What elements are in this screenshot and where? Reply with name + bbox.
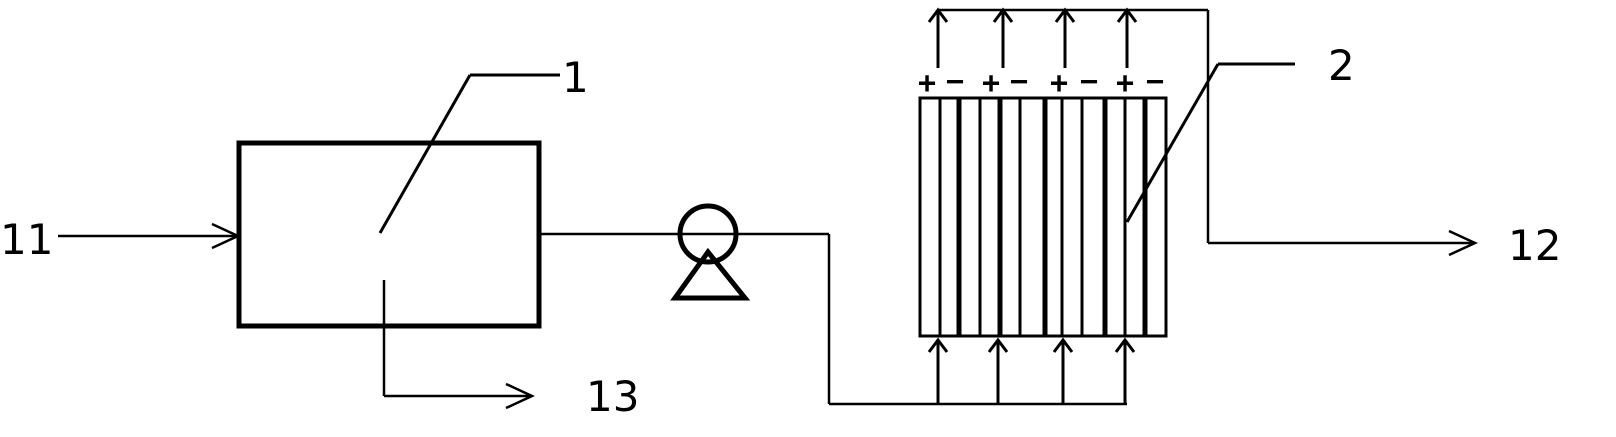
stack-label: 2 bbox=[1328, 41, 1355, 90]
pump-icon bbox=[670, 203, 751, 301]
top-manifold-arrows bbox=[927, 7, 1138, 68]
drain-label: 13 bbox=[586, 372, 639, 421]
polarity-minus: − bbox=[1080, 64, 1098, 99]
polarity-plus: + bbox=[982, 66, 1000, 101]
vessel-box bbox=[236, 140, 542, 329]
polarity-marks: + − + − + − + − bbox=[918, 64, 1164, 101]
outlet-label: 12 bbox=[1508, 221, 1561, 270]
outlet-line bbox=[938, 8, 1478, 257]
polarity-plus: + bbox=[1116, 66, 1134, 101]
polarity-minus: − bbox=[1010, 64, 1028, 99]
vessel-leader-line bbox=[378, 73, 560, 234]
feed-line bbox=[541, 232, 1127, 406]
vessel-label: 1 bbox=[562, 53, 589, 102]
electrode-stack bbox=[918, 96, 1168, 338]
stack-leader-line bbox=[1125, 62, 1295, 223]
inlet-line bbox=[58, 222, 241, 250]
polarity-minus: − bbox=[946, 64, 964, 99]
polarity-minus: − bbox=[1146, 64, 1164, 99]
bottom-manifold-arrows bbox=[927, 337, 1136, 404]
inlet-label: 11 bbox=[0, 215, 53, 264]
drain-line bbox=[382, 280, 535, 410]
polarity-plus: + bbox=[1050, 66, 1068, 101]
polarity-plus: + bbox=[918, 66, 936, 101]
